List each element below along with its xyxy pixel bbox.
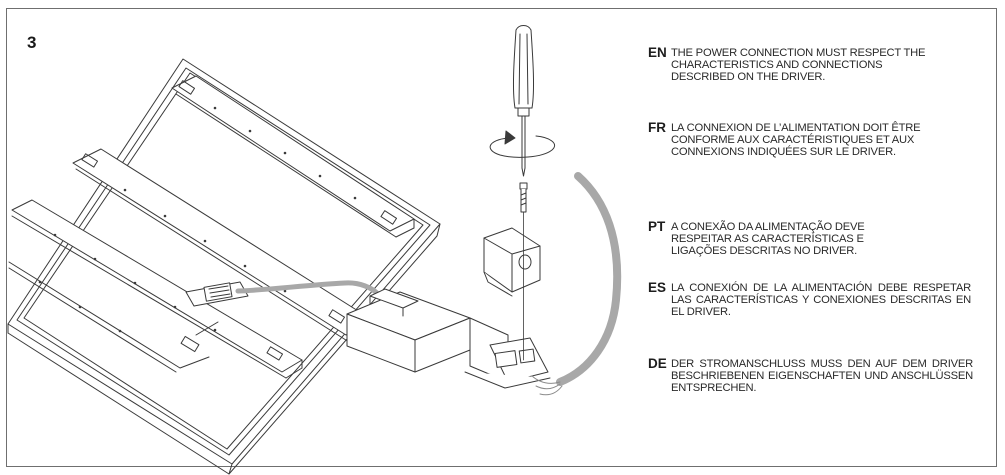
cable-wires: [531, 375, 563, 396]
panel-rail-3: [11, 199, 303, 379]
panel-connector: [185, 281, 249, 307]
instruction-pt: PT A CONEXÃO DA ALIMENTAÇÃO DEVE RESPEIT…: [648, 219, 974, 258]
led-panel: [7, 58, 441, 475]
instruction-text-de: DER STROMANSCHLUSS MUSS DEN AUF DEM DRIV…: [671, 358, 973, 395]
instruction-text-es: LA CONEXIÓN DE LA ALIMENTACIÓN DEBE RESP…: [671, 282, 971, 319]
instruction-fr: FR LA CONNEXION DE L’ALIMENTATION DOIT Ê…: [648, 120, 974, 159]
screw: [519, 182, 528, 213]
lang-code-fr: FR: [648, 120, 666, 135]
instruction-de: DE DER STROMANSCHLUSS MUSS DEN AUF DEM D…: [648, 356, 974, 395]
rotation-arrow-icon: [489, 130, 556, 158]
panel-rail-4: [8, 261, 219, 373]
lang-code-en: EN: [648, 45, 667, 60]
mains-cable: [556, 172, 622, 386]
lang-code-pt: PT: [648, 219, 666, 234]
led-driver: [346, 288, 551, 389]
instruction-es: ES LA CONEXIÓN DE LA ALIMENTACIÓN DEBE R…: [648, 280, 974, 319]
instruction-text-fr: LA CONNEXION DE L’ALIMENTATION DOIT ÊTRE…: [671, 122, 921, 159]
panel-rail-1: [171, 75, 415, 238]
instruction-en: EN THE POWER CONNECTION MUST RESPECT THE…: [648, 45, 974, 84]
lang-code-es: ES: [648, 280, 667, 295]
panel-cable: [235, 280, 381, 297]
lang-code-de: DE: [648, 356, 667, 371]
instruction-text-pt: A CONEXÃO DA ALIMENTAÇÃO DEVE RESPEITAR …: [671, 221, 865, 258]
screwdriver: [512, 25, 535, 177]
terminal-cover: [483, 227, 541, 297]
step-number: 3: [27, 33, 37, 52]
rail-screws: [38, 106, 357, 333]
instruction-text-en: THE POWER CONNECTION MUST RESPECT THE CH…: [671, 47, 926, 84]
